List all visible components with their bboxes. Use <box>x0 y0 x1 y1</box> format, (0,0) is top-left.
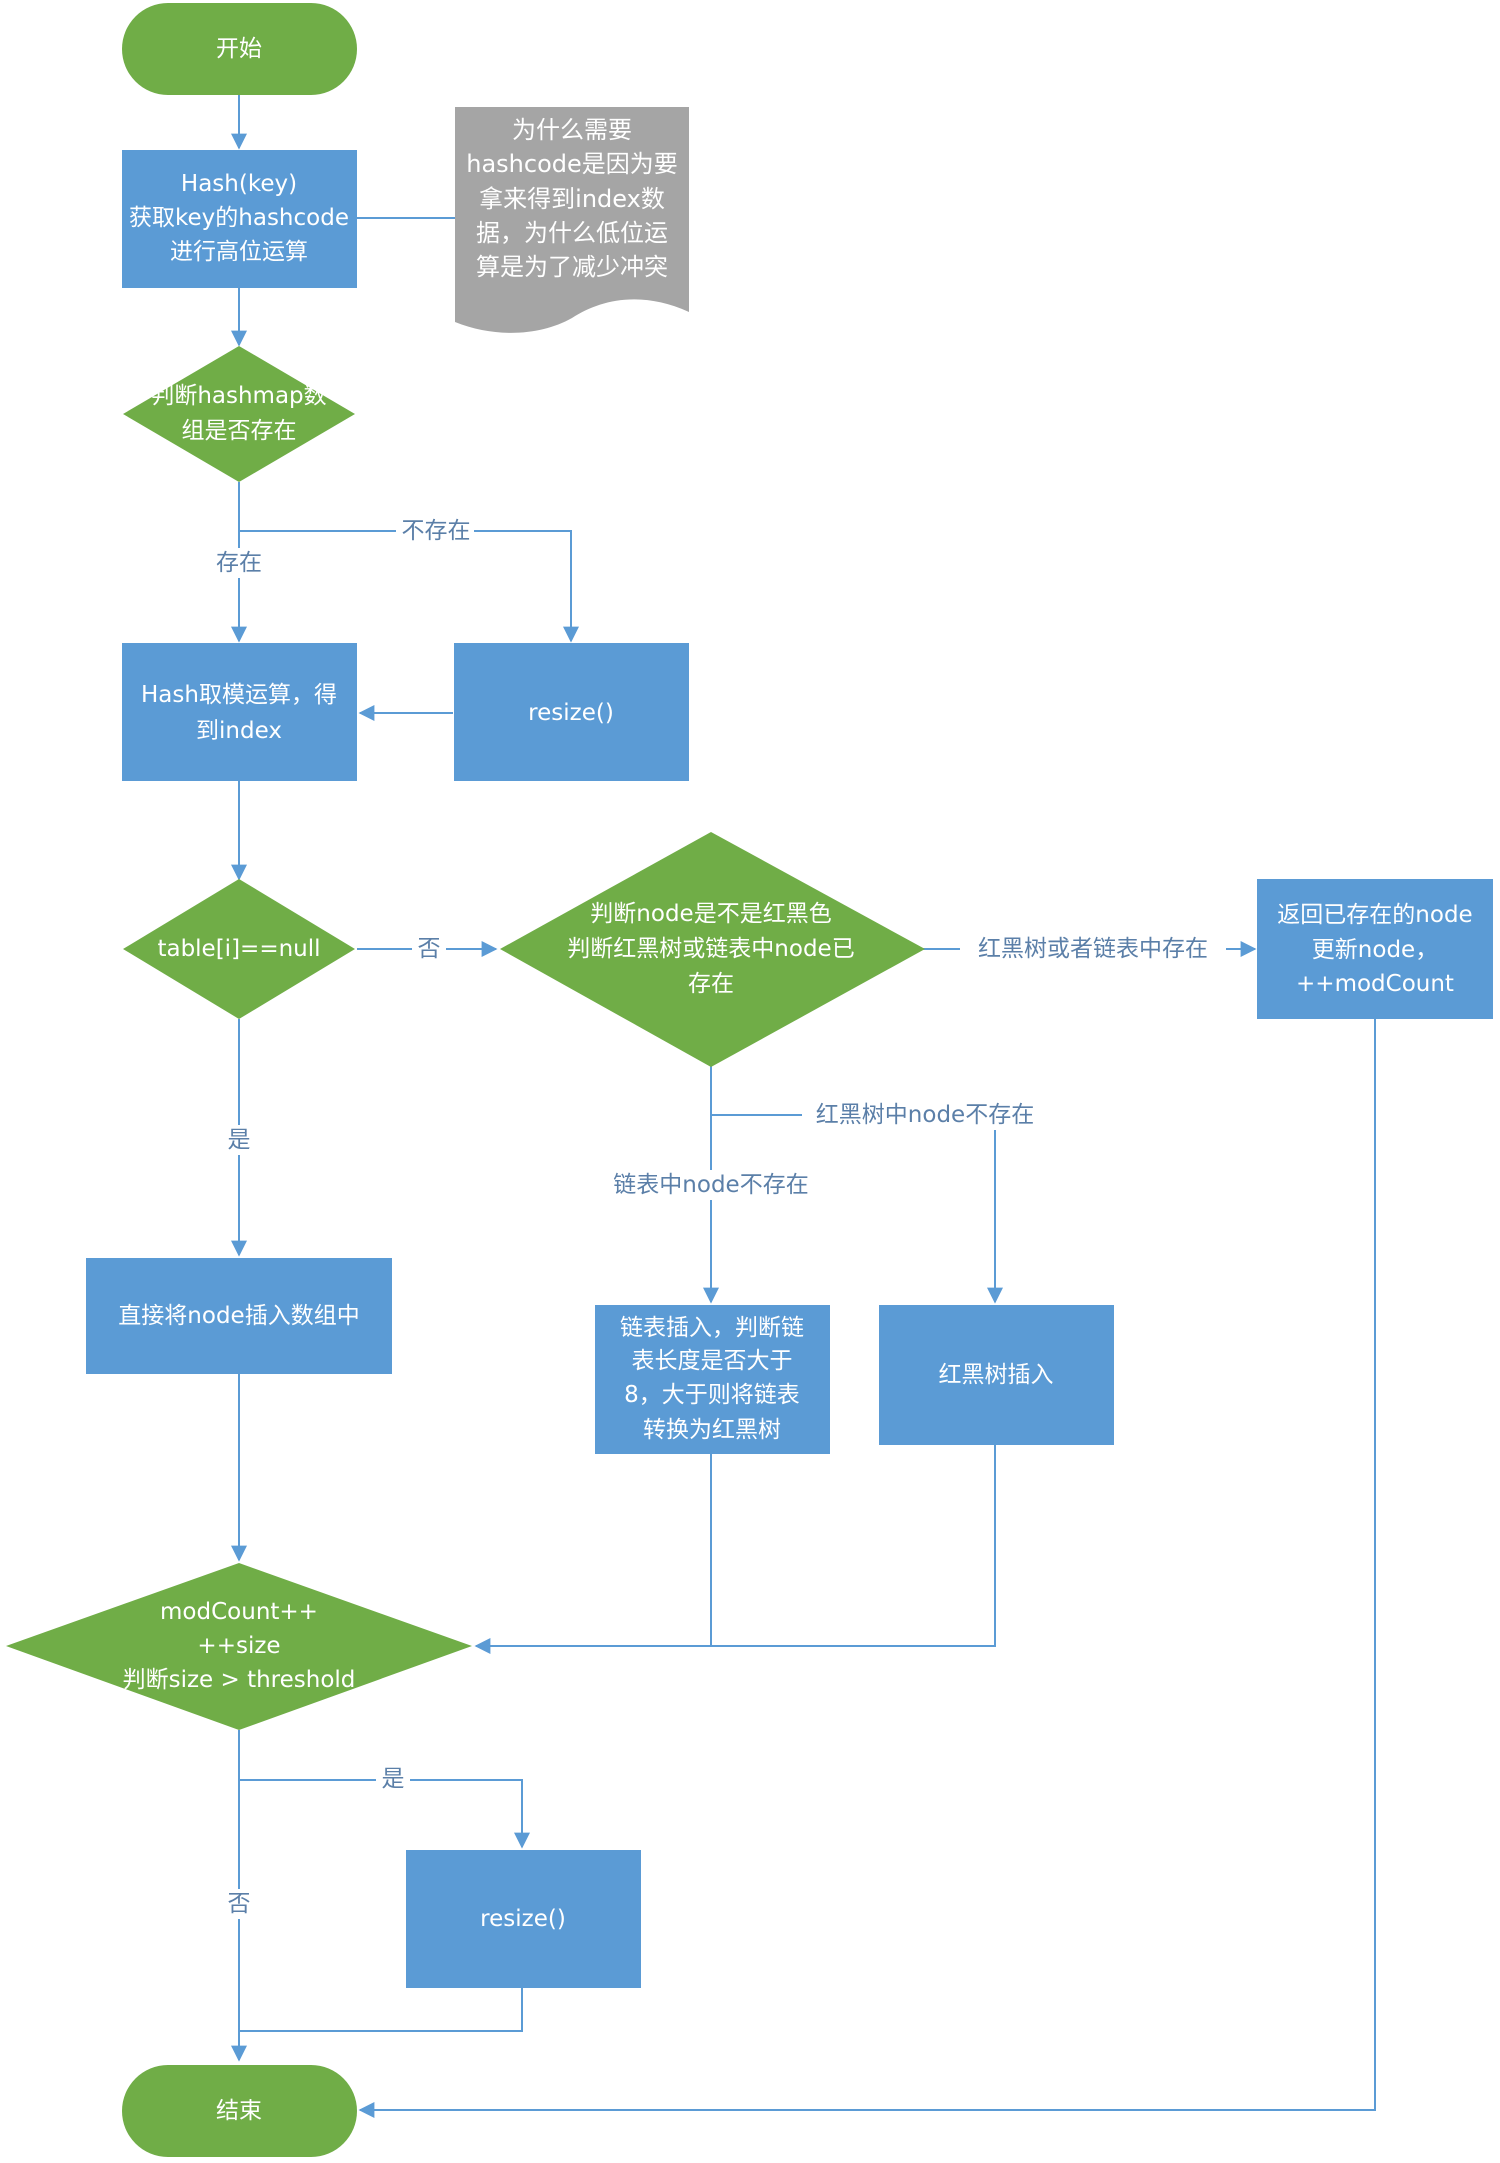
resize-box-2 <box>406 1850 641 1988</box>
check-node-line-3: 存在 <box>688 971 734 997</box>
edge-resize2-to-end <box>239 1987 523 2032</box>
hash-mod-line-2: 到index <box>196 718 282 744</box>
resize-box-1 <box>454 643 689 781</box>
label-not-in-tree: 红黑树中node不存在 <box>816 1102 1034 1128</box>
edge-tree-to-mod <box>711 1444 996 1647</box>
label-yes-2: 是 <box>382 1766 405 1792</box>
list-insert-line-4: 转换为红黑树 <box>643 1417 781 1443</box>
check-array-line-2: 组是否存在 <box>182 418 297 444</box>
label-exists-in-tree-or-list: 红黑树或者链表中存在 <box>978 936 1208 962</box>
hash-key-line-1: Hash(key) <box>181 171 297 197</box>
hash-mod-box <box>122 643 357 781</box>
mod-count-line-3: 判断size > threshold <box>123 1667 356 1693</box>
label-yes-1: 是 <box>228 1127 251 1153</box>
label-not-exist: 不存在 <box>402 518 471 544</box>
check-array-line-1: 判断hashmap数 <box>151 383 326 409</box>
start-label: 开始 <box>216 36 262 62</box>
nodes: 开始 Hash(key) 获取key的hashcode 进行高位运算 为什么需要… <box>6 3 1493 2157</box>
note-shape <box>455 107 689 333</box>
label-exist: 存在 <box>216 550 262 576</box>
hash-key-line-3: 进行高位运算 <box>170 239 308 265</box>
resize-label-1: resize() <box>528 700 614 726</box>
label-no-1: 否 <box>418 936 441 962</box>
hash-mod-line-1: Hash取模运算，得 <box>141 682 337 708</box>
return-existing-box <box>1257 879 1493 1019</box>
note-line-5: 算是为了减少冲突 <box>476 253 668 281</box>
return-existing-line-1: 返回已存在的node <box>1277 902 1472 928</box>
edge-check-array-not-exist <box>239 530 579 643</box>
end-terminal <box>122 2065 357 2157</box>
mod-count-line-2: ++size <box>197 1633 280 1659</box>
edge-return-to-end <box>358 1019 1376 2118</box>
table-null-decision <box>123 879 355 1019</box>
start-terminal <box>122 3 357 95</box>
mod-count-decision <box>6 1563 472 1730</box>
insert-array-label: 直接将node插入数组中 <box>118 1303 359 1329</box>
mod-count-line-1: modCount++ <box>160 1599 318 1625</box>
table-null-label: table[i]==null <box>157 936 320 962</box>
edge-check-node-to-tree <box>711 1114 1003 1304</box>
hash-key-box <box>122 150 357 288</box>
check-node-line-2: 判断红黑树或链表中node已 <box>567 936 854 962</box>
check-array-decision <box>123 346 355 482</box>
note-line-2: hashcode是因为要 <box>466 150 678 178</box>
edge-mod-yes <box>239 1779 530 1849</box>
label-not-in-list: 链表中node不存在 <box>613 1172 808 1198</box>
label-no-2: 否 <box>228 1891 251 1917</box>
note-line-1: 为什么需要 <box>512 116 632 144</box>
insert-array-box <box>86 1258 392 1374</box>
list-insert-line-1: 链表插入，判断链 <box>620 1315 804 1341</box>
note-line-4: 据，为什么低位运 <box>476 219 668 247</box>
resize-label-2: resize() <box>480 1906 566 1932</box>
end-label: 结束 <box>216 2098 262 2124</box>
list-insert-line-2: 表长度是否大于 <box>632 1348 793 1374</box>
check-node-decision <box>500 832 925 1067</box>
check-node-line-1: 判断node是不是红黑色 <box>590 901 831 927</box>
list-insert-line-3: 8，大于则将链表 <box>624 1382 800 1408</box>
list-insert-box <box>595 1305 830 1454</box>
return-existing-line-3: ++modCount <box>1296 971 1454 997</box>
hash-key-line-2: 获取key的hashcode <box>129 205 349 231</box>
edge-list-to-mod <box>474 1453 712 1654</box>
tree-insert-box <box>879 1305 1114 1445</box>
note-line-3: 拿来得到index数 <box>479 185 665 213</box>
edge-labels: 不存在 存在 否 红黑树或者链表中存在 是 红黑树中node不存在 链表中nod… <box>210 516 1226 1919</box>
return-existing-line-2: 更新node， <box>1312 937 1438 963</box>
tree-insert-label: 红黑树插入 <box>939 1362 1054 1388</box>
